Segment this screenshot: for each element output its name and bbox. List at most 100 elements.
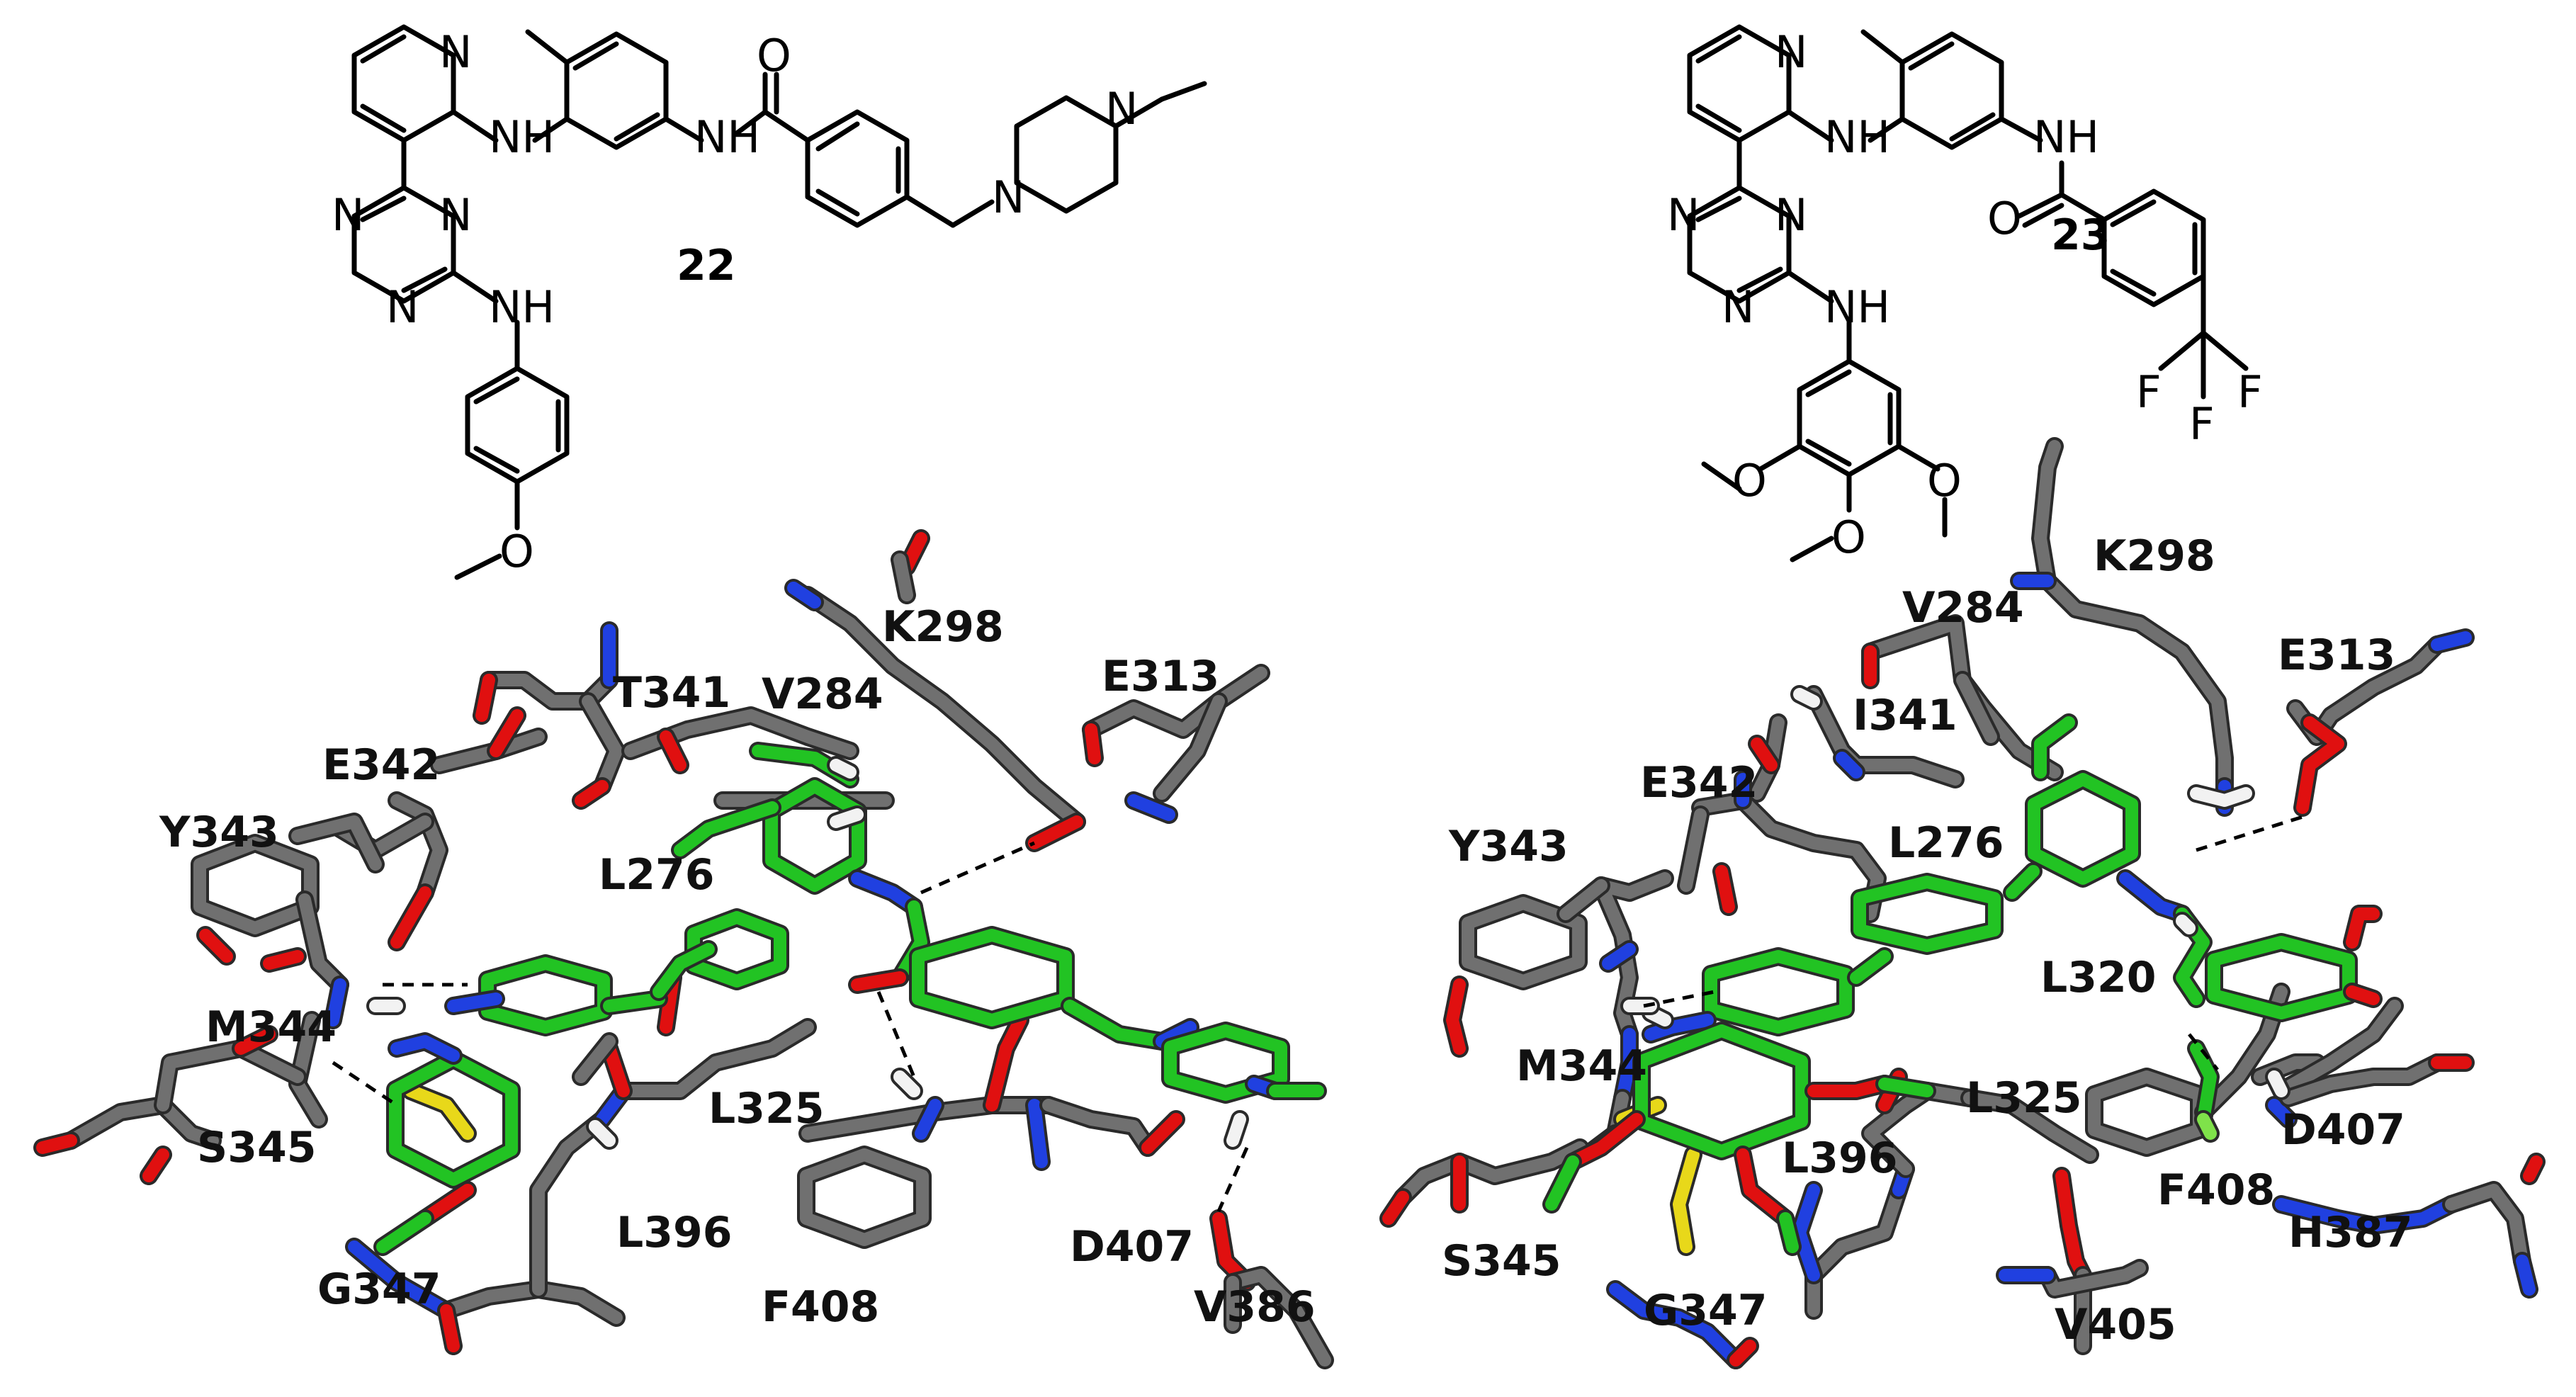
residue-label: L276 xyxy=(599,850,714,900)
residue-label: L320 xyxy=(2040,953,2156,1002)
hydrogen xyxy=(1793,688,1820,708)
residue-stick xyxy=(348,1240,453,1317)
residue-label: L276 xyxy=(1888,818,2004,868)
residue-label: F408 xyxy=(2157,1165,2275,1215)
ligand-bond xyxy=(603,992,665,1012)
residue-label: S345 xyxy=(1442,1236,1561,1286)
residue-stick xyxy=(291,815,382,871)
residue-stick xyxy=(36,1134,77,1154)
atom-label: N xyxy=(386,281,419,333)
ligand-bond xyxy=(2197,1113,2217,1140)
residue-stick xyxy=(985,1014,1027,1112)
residue-stick xyxy=(2516,1255,2536,1296)
residue-stick xyxy=(1609,1283,1742,1367)
ligand-bond xyxy=(1644,1014,1714,1041)
ligand-bond xyxy=(1878,1078,1933,1097)
hydrogen xyxy=(1226,1113,1246,1147)
residue-stick xyxy=(1836,752,1863,779)
tyrosine-ring xyxy=(193,837,317,934)
residue-stick xyxy=(405,1085,474,1140)
residue-stick xyxy=(2296,716,2344,814)
ligand-bond xyxy=(674,801,779,856)
residue-label: D407 xyxy=(1070,1222,1194,1272)
residue-label: S345 xyxy=(197,1123,316,1172)
residue-label: G347 xyxy=(1644,1286,1768,1335)
atom-label: NH xyxy=(1824,281,1890,333)
residue-stick xyxy=(801,589,1083,828)
residue-stick xyxy=(787,582,821,609)
ligand-bond xyxy=(1736,1148,1792,1225)
residue-stick xyxy=(1085,723,1101,764)
hydrogen xyxy=(2268,1070,2288,1097)
residue-label: V405 xyxy=(2055,1300,2176,1350)
residue-stick xyxy=(575,780,609,807)
atom-label: N xyxy=(1105,83,1138,135)
residue-label: G347 xyxy=(317,1265,441,1314)
tyrosine-ring xyxy=(1462,897,1585,988)
residue-stick xyxy=(2431,631,2472,651)
compound-number: 22 xyxy=(677,241,736,290)
atom-label: NH xyxy=(1824,111,1890,163)
residue-stick xyxy=(1028,1099,1048,1168)
residue-label: K298 xyxy=(2094,531,2215,581)
hbond xyxy=(876,991,916,1078)
residue-stick xyxy=(1127,794,1175,821)
ligand-ring xyxy=(1853,876,2001,952)
residue-stick xyxy=(2445,1184,2529,1267)
ligand-bond xyxy=(1566,1113,1643,1168)
compound-23-structure: N NH NH O N N N NH O O O F F F 23 xyxy=(1667,24,2263,563)
residue-stick xyxy=(1751,737,1778,771)
ligand-bond xyxy=(2034,716,2075,779)
residue-stick xyxy=(475,674,495,722)
residue-stick xyxy=(2034,440,2231,793)
residue-stick xyxy=(390,886,431,949)
ligand-bond xyxy=(2190,1042,2217,1126)
atom-label: F xyxy=(2189,398,2215,450)
hydrogen xyxy=(2176,915,2196,934)
residue-stick xyxy=(1956,674,1997,743)
residue-stick xyxy=(575,1035,616,1083)
residue-stick xyxy=(617,1021,814,1097)
residue-stick xyxy=(1595,872,1671,1041)
residue-stick xyxy=(327,978,346,1026)
phenylalanine-ring xyxy=(2088,1070,2205,1154)
residue-label: Y343 xyxy=(1448,822,1569,871)
atom-label: O xyxy=(1987,193,2022,244)
residue-stick xyxy=(1396,1141,1586,1204)
residue-label: L396 xyxy=(1782,1133,1897,1183)
atom-label: N xyxy=(332,189,364,241)
residue-label: D407 xyxy=(2281,1105,2405,1155)
hbond xyxy=(1643,990,1715,1008)
residue-labels-right: K298 V284 E313 I341 E342 Y343 L276 L320 … xyxy=(1442,531,2412,1350)
residue-stick xyxy=(440,1304,460,1352)
docking-pose-23 xyxy=(1379,437,2546,1369)
hbond xyxy=(332,1061,398,1107)
compound-22-structure: N NH NH O N N N NH O N N 22 xyxy=(332,24,1207,580)
ligand-ring xyxy=(389,1053,518,1186)
atom-label: N xyxy=(439,189,472,241)
residue-label: E313 xyxy=(2278,630,2395,680)
residue-stick xyxy=(1226,1269,1331,1367)
ligand-ring xyxy=(2208,936,2355,1019)
residue-label: M344 xyxy=(205,1002,337,1052)
residue-label: E313 xyxy=(1102,652,1219,701)
residue-stick xyxy=(582,695,623,793)
ligand-ring xyxy=(687,911,786,988)
hbond xyxy=(2196,813,2310,852)
residue-stick xyxy=(2275,1198,2458,1232)
docking-pose-22 xyxy=(33,529,1334,1369)
residue-stick xyxy=(1807,1184,1905,1317)
residue-label: T341 xyxy=(613,668,730,718)
residue-label: V284 xyxy=(1902,583,2024,633)
residue-labels-left: K298 E313 V284 T341 E342 Y343 L276 M344 … xyxy=(159,602,1316,1332)
atom-label: NH xyxy=(2033,111,2099,163)
hydrogen xyxy=(830,759,857,779)
ligand-ring xyxy=(481,957,610,1034)
residue-stick xyxy=(1028,815,1083,849)
ligand-bond xyxy=(1807,1078,1891,1097)
residue-stick xyxy=(1141,1113,1182,1154)
residue-stick xyxy=(1085,667,1267,736)
residue-stick xyxy=(1793,1184,1820,1282)
atom-label: O xyxy=(1831,511,1866,563)
